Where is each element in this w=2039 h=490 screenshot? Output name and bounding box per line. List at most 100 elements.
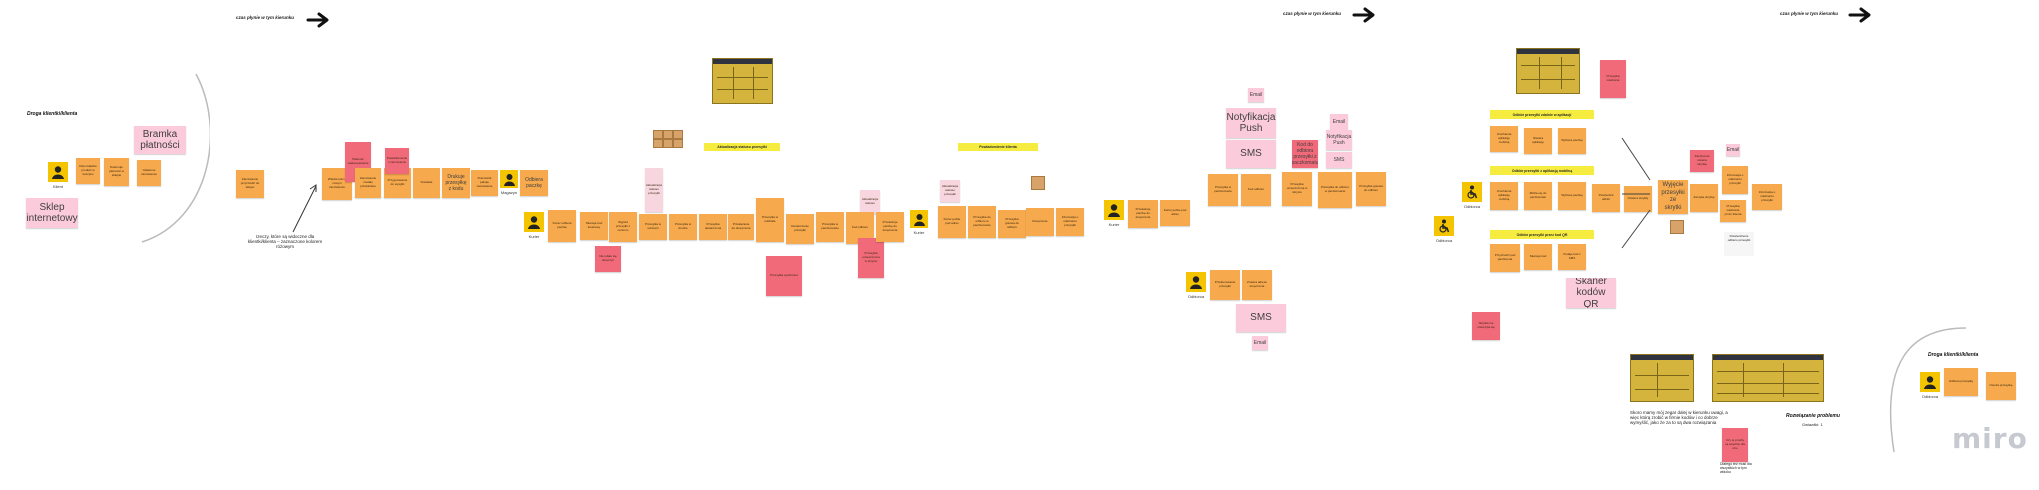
sticky-note[interactable]: Informacja o odebraniu przesyłki bbox=[1752, 184, 1782, 210]
sticky-note[interactable]: Email bbox=[1248, 88, 1264, 102]
sticky-note[interactable]: Dokonuje płatności w sklepie bbox=[104, 158, 129, 186]
embedded-frame[interactable] bbox=[1712, 354, 1824, 402]
sticky-note[interactable]: Bramka płatności bbox=[134, 126, 186, 154]
image-thumbnail bbox=[673, 139, 683, 148]
sticky-note[interactable]: Pracownik pakuje zamówienie bbox=[471, 170, 498, 196]
sticky-note[interactable]: Otwiera aplikację bbox=[1524, 128, 1552, 154]
sticky-note[interactable]: Informacja o odebraniu przesyłki bbox=[1722, 166, 1748, 194]
sticky-note[interactable]: Przesyłka umieszczona w skrytce bbox=[1282, 172, 1312, 206]
sticky-note[interactable]: Kurier jedzie pod adres bbox=[938, 206, 966, 238]
wheelchair-avatar bbox=[1462, 182, 1482, 202]
sticky-note[interactable]: Zamówienie zostało przekazane bbox=[355, 168, 381, 198]
sticky-note[interactable]: SMS bbox=[1226, 140, 1276, 168]
sticky-note[interactable]: Uruchamia aplikację mobilną bbox=[1490, 126, 1518, 152]
sticky-note[interactable]: Aktualizacja statusu przesyłki bbox=[940, 180, 960, 202]
sticky-note[interactable]: Nie udało się doręczyć bbox=[595, 246, 621, 272]
sticky-note[interactable]: Skanuje kod kreskowy bbox=[580, 212, 608, 240]
sticky-note[interactable]: Przesyłka w paczkomacie bbox=[816, 212, 844, 242]
sticky-note[interactable]: Informacja o odebraniu przesyłki bbox=[1056, 208, 1084, 236]
sticky-note[interactable]: Przesyłka gotowa do odbioru bbox=[1356, 172, 1386, 206]
sticky-note[interactable]: Przesyłka odebrana przez klienta bbox=[1720, 200, 1746, 222]
sticky-note[interactable]: Przekazanie do doręczenia bbox=[728, 214, 754, 240]
section-title: Droga klientki/klienta bbox=[27, 111, 78, 117]
sticky-note[interactable]: Kod do odbioru przesyłki z paczkomatu bbox=[1292, 140, 1318, 168]
sticky-note[interactable]: Wyjęcie przesyłki ze skrytki bbox=[1658, 180, 1688, 214]
person-icon bbox=[528, 216, 540, 229]
sticky-note[interactable]: Skrytka nie otworzyła się bbox=[1472, 312, 1500, 340]
sticky-note[interactable]: Notyfikacja Push bbox=[1226, 108, 1276, 138]
yellow-tag[interactable]: Odbiór przesyłki przez kod QR bbox=[1490, 230, 1594, 239]
sticky-note[interactable]: Odbiera paczkę bbox=[520, 170, 548, 196]
sticky-note[interactable]: Podaje kod z SMS bbox=[1558, 244, 1586, 270]
sticky-note[interactable]: SMS bbox=[1236, 304, 1286, 332]
sticky-note[interactable]: Przekazuje paczkę do doręczenia bbox=[876, 212, 904, 242]
sticky-note[interactable]: Ocenia przesyłkę bbox=[1986, 372, 2016, 400]
sticky-note[interactable]: Zamówienie przychodzi do sklepu bbox=[236, 170, 264, 198]
yellow-tag[interactable]: Odbiór przesyłki z aplikacją mobilną bbox=[1490, 166, 1594, 175]
sticky-note[interactable]: Skanuje kod bbox=[1524, 244, 1552, 270]
yellow-tag[interactable]: Powiadomienie klienta bbox=[958, 143, 1038, 151]
sticky-note[interactable]: Przesyłka w sortowni bbox=[639, 214, 667, 240]
sticky-note[interactable]: Odbiera przesyłkę bbox=[1944, 368, 1978, 396]
handwritten-title: Rozwiązanie problemu bbox=[1786, 413, 1840, 419]
sticky-note[interactable]: Email bbox=[1330, 114, 1348, 130]
embedded-frame[interactable] bbox=[1516, 48, 1580, 94]
sticky-note[interactable]: Kod odbioru bbox=[1241, 174, 1271, 206]
grey-note[interactable]: Potwierdzenie odbioru przesyłki bbox=[1724, 232, 1754, 256]
sticky-note[interactable]: Przesyłka w paczkomacie bbox=[1208, 174, 1238, 206]
sticky-note[interactable]: Uruchamia aplikację mobilną bbox=[1490, 182, 1518, 210]
sticky-note[interactable]: Doręczenie bbox=[1026, 208, 1054, 236]
sticky-note[interactable]: Przekierowanie przesyłki bbox=[1210, 270, 1240, 300]
sticky-note[interactable]: Wybiera paczkę bbox=[1558, 128, 1586, 154]
sticky-note[interactable]: Wybiera paczkę bbox=[1558, 182, 1586, 210]
sticky-note[interactable]: Przesyłka odebrana bbox=[1600, 60, 1626, 98]
sticky-note[interactable]: Otwiera skrytkę bbox=[1624, 186, 1652, 212]
sticky-note[interactable]: Zbliża się do paczkomatu bbox=[1524, 182, 1552, 210]
sticky-note[interactable]: Przesyłka gotowa do odbioru bbox=[998, 210, 1026, 238]
sticky-note[interactable]: Wyjazd przesyłki z centrum bbox=[609, 212, 637, 242]
image-thumbnail bbox=[653, 130, 663, 139]
yellow-tag[interactable]: Odbiór przesyłki zdalnie w aplikacji bbox=[1490, 110, 1594, 119]
avatar-label: Kurier bbox=[1108, 222, 1120, 227]
sticky-note[interactable]: Przesyłka umieszczona w skrytce bbox=[858, 238, 884, 278]
sticky-note[interactable]: Drukuje przesyłkę z kodu bbox=[442, 168, 470, 198]
embedded-frame[interactable] bbox=[712, 58, 773, 104]
sticky-note[interactable]: Email bbox=[1252, 336, 1268, 350]
sticky-note[interactable]: Sklep internetowy bbox=[26, 198, 78, 228]
sticky-note[interactable]: Kurier odbiera paczkę bbox=[548, 210, 576, 242]
sticky-note[interactable]: Zamyka skrytkę bbox=[1690, 184, 1718, 212]
sticky-note[interactable]: Przesyłka do odbioru w paczkomacie bbox=[968, 206, 996, 238]
sticky-note[interactable]: Kurier jedzie pod adres bbox=[1160, 200, 1190, 226]
sticky-note[interactable]: Przesyłka do odbioru w paczkomacie bbox=[1318, 172, 1352, 208]
sticky-note[interactable]: Przychodzi pod paczkomat bbox=[1490, 244, 1520, 272]
sticky-note[interactable]: Przesyłka dostarczona bbox=[699, 214, 727, 240]
sticky-note[interactable]: Notyfikacja Push bbox=[1326, 130, 1352, 150]
image-thumbnail bbox=[653, 139, 663, 148]
avatar-label: Odbiorca bbox=[1463, 204, 1481, 209]
sticky-note[interactable]: Klient kładzie produkt w koszyku bbox=[76, 158, 100, 184]
miro-logo: miro bbox=[1952, 422, 2028, 455]
sticky-note[interactable]: Dostarczenie przesyłki bbox=[786, 214, 814, 244]
sticky-note[interactable]: Aktualizacja statusu bbox=[860, 190, 880, 214]
yellow-tag[interactable]: Aktualizacja statusu przesyłki bbox=[704, 143, 780, 151]
sticky-note[interactable]: Przesyłka opóźniona bbox=[766, 256, 802, 296]
sticky-note[interactable]: Paczkomat otwiera skrytkę bbox=[1690, 150, 1714, 172]
sticky-note[interactable]: Przekazuje paczkę do doręczenia bbox=[1128, 200, 1158, 228]
sticky-note[interactable]: Aktualizacja statusu przesyłki bbox=[645, 168, 663, 212]
sticky-note[interactable]: Powiadomienie o zamówieniu bbox=[385, 148, 409, 174]
sticky-note[interactable]: Zmiana adresu doręczenia bbox=[1242, 270, 1272, 300]
sticky-note[interactable]: Przesyłka w oddziale bbox=[756, 198, 784, 242]
sticky-note[interactable]: Email bbox=[1726, 144, 1740, 156]
sticky-note[interactable]: Opłacone zamówienie bbox=[137, 160, 161, 186]
sticky-note[interactable]: Czy te prośby są wspólne dla obu bbox=[1722, 428, 1748, 462]
person-icon bbox=[1190, 276, 1202, 289]
person-avatar bbox=[500, 170, 518, 188]
sticky-note[interactable]: SMS bbox=[1326, 152, 1352, 168]
sticky-note[interactable]: Dostawa bbox=[413, 168, 440, 198]
annotation-text: rzeczy, które są widoczne dla klientki/k… bbox=[247, 234, 323, 249]
sticky-note[interactable]: Przesyłka w drodze bbox=[669, 214, 697, 240]
sticky-note[interactable]: Potwierdza odbiór bbox=[1592, 184, 1620, 212]
embedded-frame[interactable] bbox=[1630, 354, 1694, 402]
sticky-note[interactable]: Skaner kodów QR bbox=[1566, 278, 1616, 308]
person-avatar bbox=[48, 162, 68, 182]
